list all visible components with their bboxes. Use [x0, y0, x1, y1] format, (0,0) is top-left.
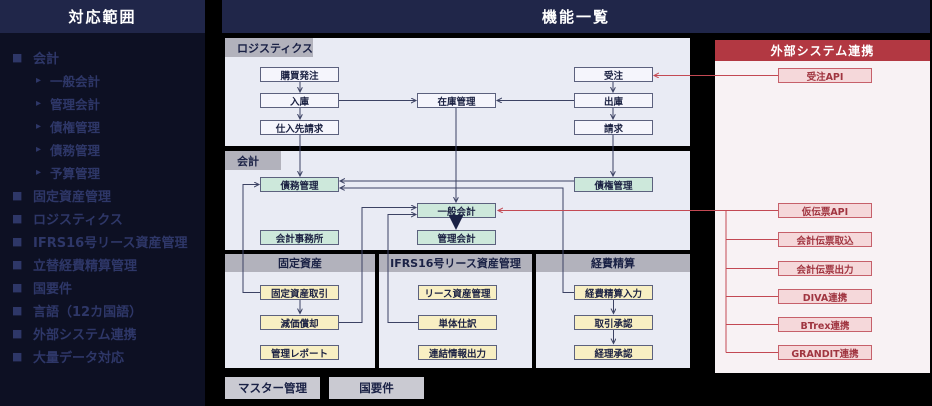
list-item-ifrs: ■ IFRS16号リース資産管理	[0, 230, 205, 253]
node-expense-entry: 経費精算入力	[574, 285, 653, 300]
group-title-label: IFRS16号リース資産管理	[390, 257, 521, 270]
main-header: 機能一覧	[222, 0, 930, 33]
node-receivable: 債権管理	[574, 177, 653, 192]
node-shipping: 出庫	[574, 93, 653, 108]
node-management-accounting: 管理会計	[417, 230, 496, 245]
list-item-label: 立替経費精算管理	[33, 259, 138, 274]
node-general-ledger: 一般会計	[417, 203, 496, 218]
square-bullet-icon: ■	[12, 235, 23, 248]
main-header-title: 機能一覧	[541, 8, 610, 26]
node-voucher-export: 会計伝票出力	[778, 261, 872, 276]
list-item-language: ■ 言語（12カ国語）	[0, 299, 205, 322]
list-item-accounting: ■ 会計	[0, 46, 205, 69]
triangle-bullet-icon: ▸	[36, 167, 42, 178]
square-bullet-icon: ■	[12, 304, 23, 317]
square-bullet-icon: ■	[12, 51, 23, 64]
node-txn-approval: 取引承認	[574, 315, 653, 330]
list-item-label: 固定資産管理	[33, 190, 112, 205]
group-title-logistics: ロジスティクス	[225, 38, 313, 57]
footer-tab-label: 国要件	[359, 381, 394, 395]
list-item-general-accounting: ▸ 一般会計	[0, 69, 205, 92]
square-bullet-icon: ■	[12, 281, 23, 294]
node-consolidated-output: 連結情報出力	[418, 345, 497, 360]
square-bullet-icon: ■	[12, 327, 23, 340]
node-inventory: 在庫管理	[417, 93, 496, 108]
node-receiving: 入庫	[260, 93, 339, 108]
node-lease-assets: リース資産管理	[418, 285, 497, 300]
group-title-expense: 経費精算	[536, 254, 690, 272]
group-title-label: 会計	[237, 154, 259, 168]
group-title-ifrs-lease: IFRS16号リース資産管理	[379, 254, 532, 272]
node-accounting-approval: 経理承認	[574, 345, 653, 360]
list-item-label: 大量データ対応	[33, 351, 125, 366]
node-depreciation: 減価償却	[260, 315, 339, 330]
square-bullet-icon: ■	[12, 258, 23, 271]
list-item-label: 言語（12カ国語）	[33, 305, 143, 320]
list-item-label: IFRS16号リース資産管理	[33, 236, 188, 251]
square-bullet-icon: ■	[12, 212, 23, 225]
group-title-label: 経費精算	[591, 257, 635, 270]
sidebar-title: 対応範囲	[0, 0, 205, 33]
node-temp-voucher-api: 仮伝票API	[778, 203, 872, 218]
list-item-label: 会計	[33, 52, 60, 67]
list-item-receivable: ▸ 債権管理	[0, 115, 205, 138]
node-supplier-billing: 仕入先請求	[260, 120, 339, 135]
list-item-budget: ▸ 予算管理	[0, 161, 205, 184]
square-bullet-icon: ■	[12, 350, 23, 363]
footer-tab-master: マスター管理	[225, 377, 320, 399]
node-fa-transactions: 固定資産取引	[260, 285, 339, 300]
footer-tab-country: 国要件	[329, 377, 424, 399]
group-title-external: 外部システム連携	[715, 40, 930, 61]
group-title-label: ロジスティクス	[237, 41, 314, 55]
node-order-api: 受注API	[778, 68, 872, 83]
list-item-label: 外部システム連携	[33, 328, 137, 343]
list-item-expense: ■ 立替経費精算管理	[0, 253, 205, 276]
node-sales-order: 受注	[574, 67, 653, 82]
list-item-label: 国要件	[33, 282, 73, 297]
list-item-label: ロジスティクス	[33, 213, 123, 228]
node-accounting-office: 会計事務所	[260, 230, 339, 245]
node-grandit-link: GRANDIT連携	[778, 345, 872, 360]
scope-list: ■ 会計 ▸ 一般会計 ▸ 管理会計 ▸ 債権管理 ▸ 債務管理 ▸ 予算管理 ■ 固定資産管…	[0, 46, 205, 368]
list-item-management-accounting: ▸ 管理会計	[0, 92, 205, 115]
node-diva-link: DIVA連携	[778, 289, 872, 304]
list-item-fixed-assets: ■ 固定資産管理	[0, 184, 205, 207]
list-item-label: 管理会計	[50, 97, 101, 112]
list-item-logistics: ■ ロジスティクス	[0, 207, 205, 230]
list-item-label: 債務管理	[50, 143, 101, 158]
group-title-fixed-assets: 固定資産	[225, 254, 375, 272]
footer-tab-label: マスター管理	[238, 381, 307, 395]
list-item-label: 予算管理	[50, 166, 101, 181]
node-standalone-journal: 単体仕訳	[418, 315, 497, 330]
node-voucher-import: 会計伝票取込	[778, 232, 872, 247]
list-item-payable: ▸ 債務管理	[0, 138, 205, 161]
group-title-label: 外部システム連携	[770, 44, 875, 58]
node-mgmt-report: 管理レポート	[260, 345, 339, 360]
scope-sidebar: 対応範囲 ■ 会計 ▸ 一般会計 ▸ 管理会計 ▸ 債権管理 ▸ 債務管理 ▸ 予算管理 ■…	[0, 0, 205, 406]
triangle-bullet-icon: ▸	[36, 98, 42, 109]
group-title-label: 固定資産	[278, 257, 322, 270]
square-bullet-icon: ■	[12, 189, 23, 202]
triangle-bullet-icon: ▸	[36, 121, 42, 132]
list-item-big-data: ■ 大量データ対応	[0, 345, 205, 368]
triangle-bullet-icon: ▸	[36, 144, 42, 155]
triangle-bullet-icon: ▸	[36, 75, 42, 86]
node-billing: 請求	[574, 120, 653, 135]
node-btrex-link: BTrex連携	[778, 317, 872, 332]
list-item-external: ■ 外部システム連携	[0, 322, 205, 345]
node-payable: 債務管理	[260, 177, 339, 192]
sidebar-title-label: 対応範囲	[68, 8, 137, 26]
group-title-accounting: 会計	[225, 151, 281, 170]
node-purchase-order: 購買発注	[260, 67, 339, 82]
list-item-label: 債権管理	[50, 120, 101, 135]
list-item-label: 一般会計	[50, 74, 101, 89]
list-item-country: ■ 国要件	[0, 276, 205, 299]
